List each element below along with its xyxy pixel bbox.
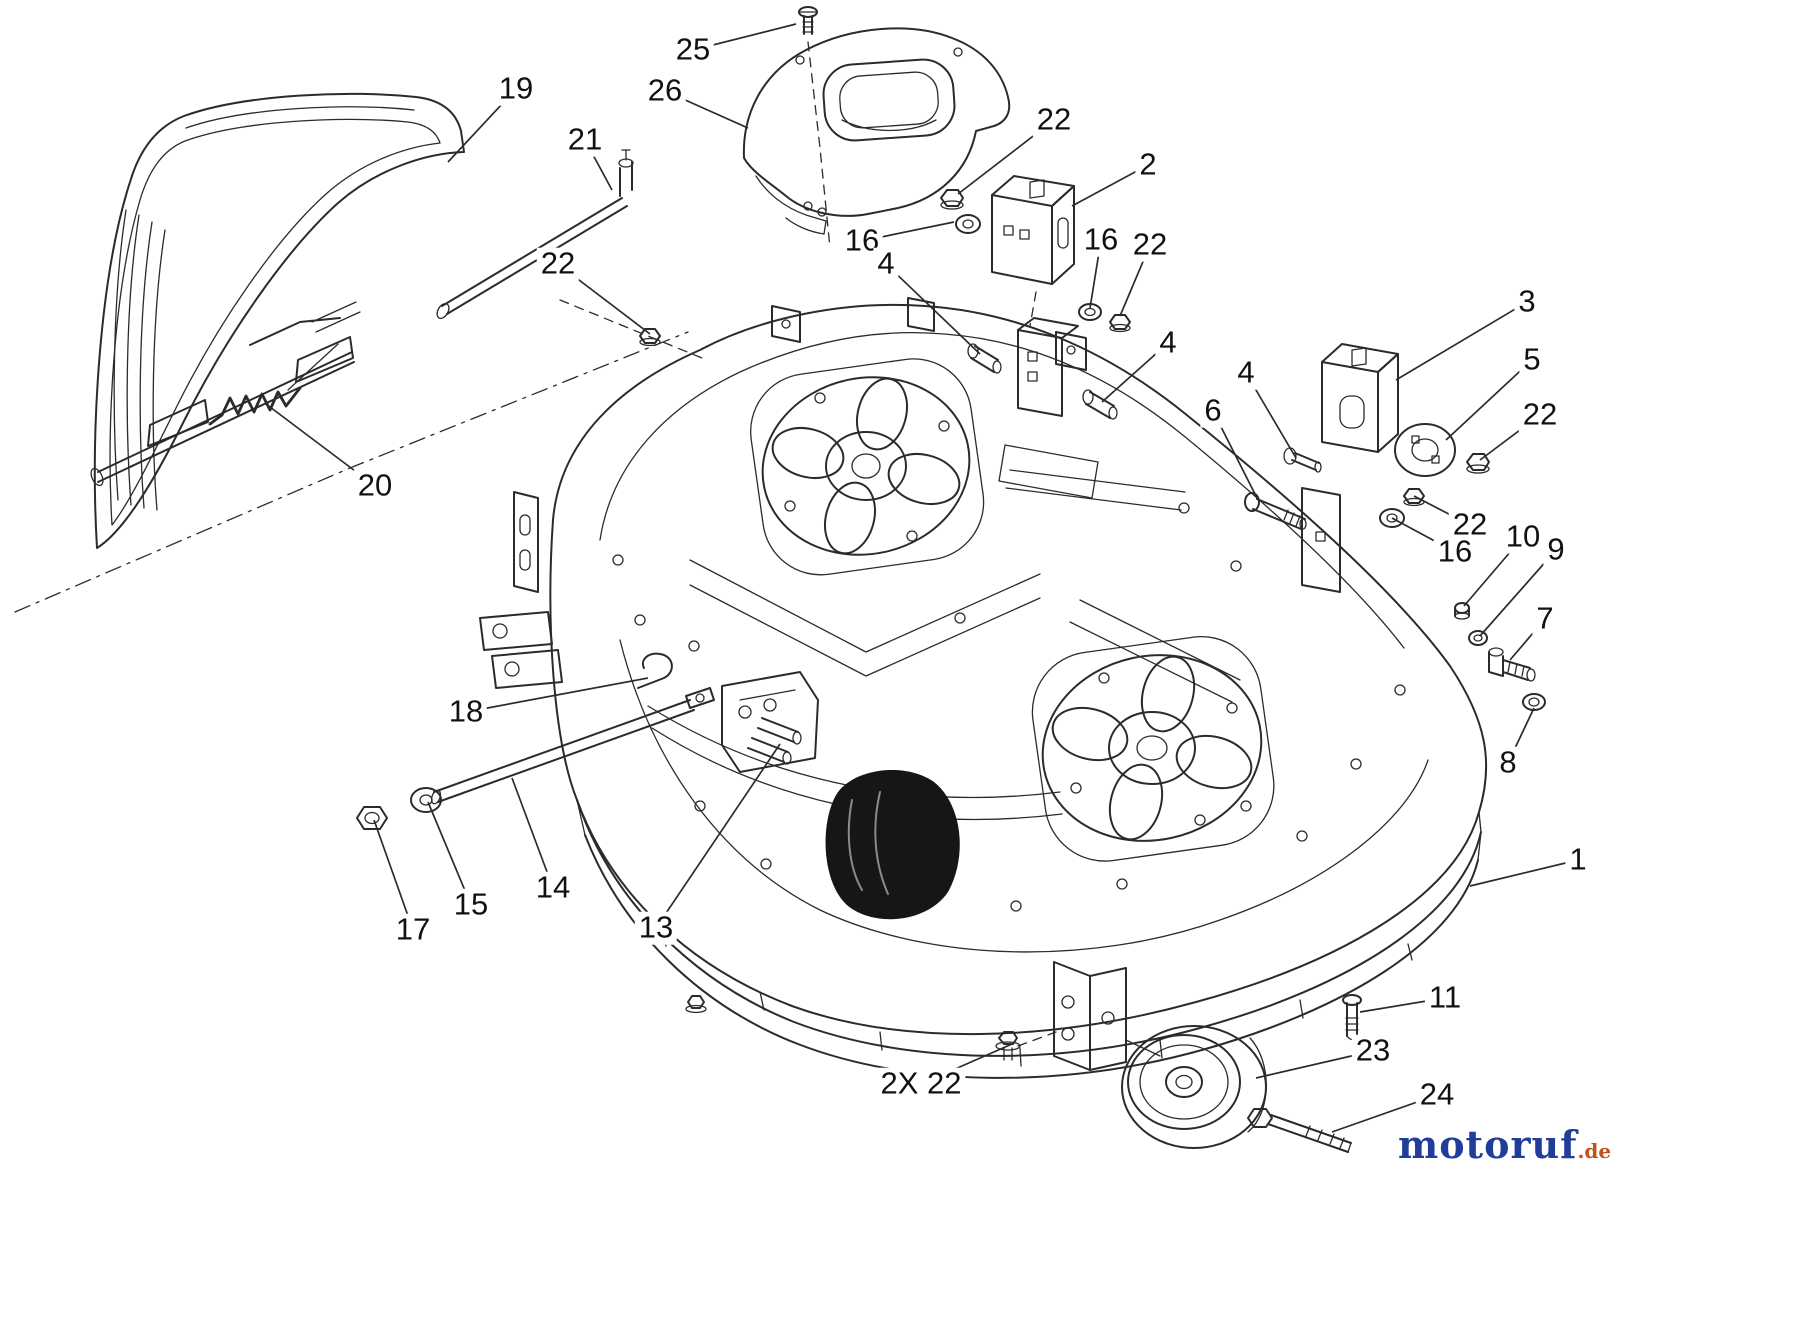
- part-callout-14-31: 14: [531, 871, 575, 905]
- lift-rod-part21: [436, 149, 634, 320]
- caster-bracket: [1053, 961, 1161, 1071]
- keeper-bracket-part2: [991, 175, 1075, 285]
- cap-nut-part10: [1454, 602, 1470, 620]
- part-callout-22-12: 22: [1518, 398, 1562, 432]
- part-callout-9-19: 9: [1543, 533, 1569, 567]
- bracket-plate-right: [1301, 487, 1341, 593]
- washer-16-right: [1379, 508, 1405, 528]
- belt-cover-part26: [742, 27, 1011, 235]
- part-callout-16-8: 16: [1079, 223, 1123, 257]
- part-callout-26-2: 26: [643, 74, 687, 108]
- deflector-shield-part19: [93, 92, 465, 549]
- torsion-spring-part20: [208, 386, 302, 426]
- part-callout-1-25: 1: [1565, 843, 1591, 877]
- part-callout-24-28: 24: [1415, 1078, 1459, 1112]
- part-callout-13-30: 13: [634, 911, 678, 945]
- part-callout-20-23: 20: [353, 469, 397, 503]
- keeper-disc-part5: [1394, 423, 1456, 477]
- part-callout-25-1: 25: [671, 33, 715, 67]
- hinge-rod-assembly: [90, 301, 361, 487]
- leader-line-17-33: [373, 819, 414, 931]
- part-callout-2X22-29: 2X 22: [876, 1067, 966, 1101]
- hanger-bracket-part13: [721, 671, 819, 773]
- grommet-part9: [1468, 630, 1488, 646]
- watermark-suffix: .de: [1577, 1139, 1612, 1163]
- part-callout-17-33: 17: [391, 913, 435, 947]
- leader-line-13-30: [655, 743, 781, 929]
- leader-line-18-24: [465, 677, 649, 713]
- part-callout-22-22: 22: [536, 247, 580, 281]
- hairpin-part18: [637, 652, 673, 689]
- washer-part15: [410, 787, 442, 813]
- washer-part8: [1522, 693, 1546, 711]
- bolt-part6: [1244, 492, 1307, 530]
- part-callout-5-11: 5: [1519, 343, 1545, 377]
- part-callout-4-14: 4: [1233, 356, 1259, 390]
- part-callout-6-15: 6: [1200, 394, 1226, 428]
- part-callout-22-9: 22: [1128, 228, 1172, 262]
- part-callout-22-4: 22: [1032, 103, 1076, 137]
- keeper-bracket-part3: [1321, 343, 1399, 453]
- part-callout-11-26: 11: [1424, 981, 1466, 1015]
- watermark: motoruf.de: [1398, 1122, 1611, 1167]
- leader-line-2-5: [1071, 164, 1149, 207]
- discharge-opening: [825, 769, 960, 920]
- leader-line-9-19: [1479, 549, 1557, 637]
- part-callout-21-3: 21: [563, 123, 607, 157]
- keeper-bracket-part4-center: [1017, 317, 1079, 417]
- lift-rod-part14: [430, 687, 715, 805]
- axle-bolt-part24: [1247, 1108, 1352, 1153]
- flange-nut-22-left: [639, 328, 661, 347]
- spindle-boss-left: [750, 358, 985, 576]
- part-callout-3-10: 3: [1514, 285, 1540, 319]
- flange-nut-22-top: [940, 189, 964, 210]
- leader-line-14-31: [511, 777, 554, 889]
- washout-elbow-part7: [1488, 647, 1536, 682]
- leader-line-1-25: [1469, 859, 1579, 887]
- nut-part17: [356, 806, 388, 830]
- flange-bolt-22-pair: [685, 995, 1021, 1061]
- leader-line-3-10: [1395, 301, 1528, 381]
- stud-part4-mid: [1082, 389, 1118, 420]
- part-callout-4-7: 4: [873, 247, 899, 281]
- part-callout-23-27: 23: [1351, 1034, 1395, 1068]
- part-callout-10-18: 10: [1501, 520, 1545, 554]
- part-callout-2-5: 2: [1135, 148, 1161, 182]
- leader-line-4-7: [885, 263, 981, 355]
- leader-line-5-11: [1445, 359, 1533, 441]
- flange-nut-22-mid: [1109, 314, 1131, 333]
- part-callout-4-13: 4: [1155, 326, 1181, 360]
- watermark-text: motoruf: [1398, 1122, 1578, 1167]
- washer-16-top: [955, 214, 981, 234]
- part-callout-18-24: 18: [444, 695, 488, 729]
- spindle-boss-right: [1031, 635, 1275, 862]
- part-callout-15-32: 15: [449, 888, 493, 922]
- part-callout-8-21: 8: [1495, 746, 1521, 780]
- wheel-part23: [1121, 1025, 1267, 1149]
- part-callout-19-0: 19: [494, 72, 538, 106]
- part-callout-7-20: 7: [1532, 602, 1558, 636]
- flange-nut-22-right-upper: [1466, 453, 1490, 474]
- screw-part25: [798, 6, 818, 35]
- part-callout-16-17: 16: [1433, 535, 1477, 569]
- leader-line-15-32: [427, 801, 472, 906]
